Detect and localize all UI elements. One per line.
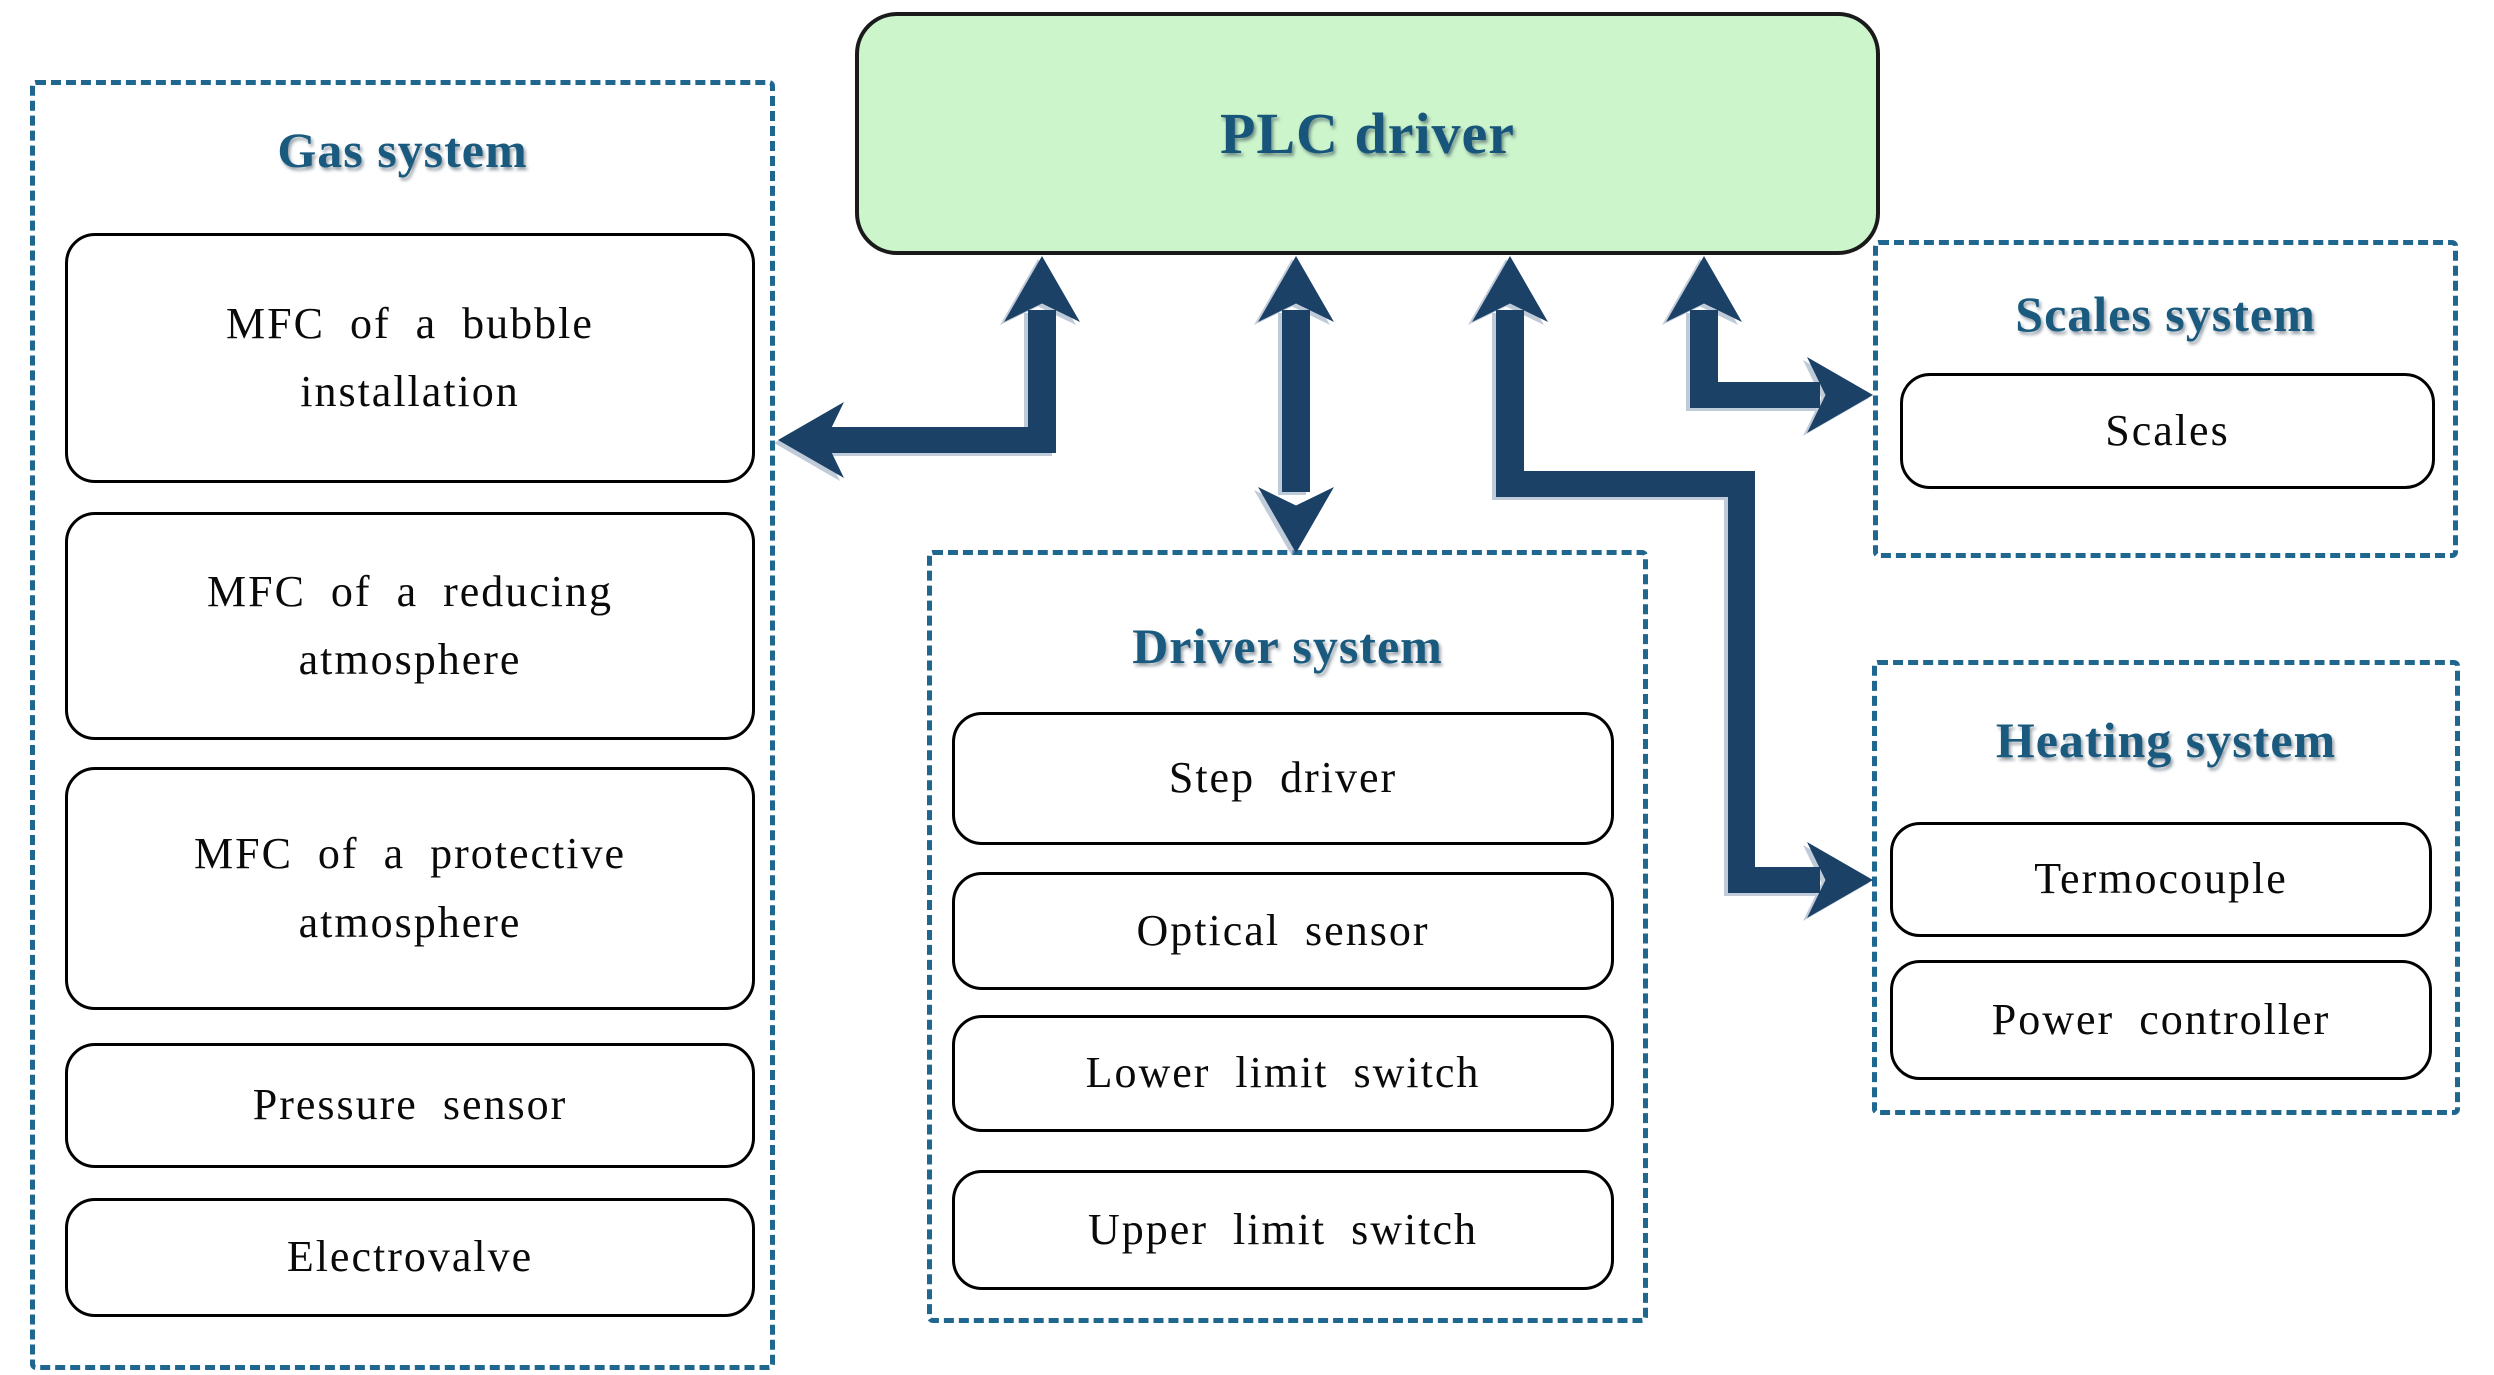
arrow-shaft — [822, 427, 1056, 453]
arrow-shaft — [1690, 382, 1820, 408]
scales-system-title: Scales system — [2015, 286, 2316, 342]
gas-system-title: Gas system — [277, 122, 528, 178]
node-termocouple: Termocouple — [1890, 822, 2432, 937]
node-electrovalve: Electrovalve — [65, 1198, 755, 1317]
arrow-shaft — [1728, 867, 1820, 893]
arrowhead-left-icon — [778, 402, 844, 478]
arrowhead-up-icon — [1666, 256, 1742, 322]
arrowhead-down-icon — [1258, 487, 1334, 553]
node-lower-limit-switch: Lower limit switch — [952, 1015, 1614, 1132]
arrow-shaft — [1728, 471, 1755, 893]
driver-system-title: Driver system — [1132, 618, 1443, 674]
arrow-shaft — [1690, 310, 1718, 408]
arrowhead-up-icon — [1258, 256, 1334, 322]
node-step-driver: Step driver — [952, 712, 1614, 845]
node-scales: Scales — [1900, 373, 2435, 489]
node-mfc-reducing-atmosphere: MFC of a reducing atmosphere — [65, 512, 755, 740]
plc-driver-box: PLC driver — [855, 12, 1880, 255]
scales-system-panel: Scales system — [1873, 240, 2458, 558]
heating-system-title: Heating system — [1995, 712, 2337, 768]
node-mfc-protective-atmosphere: MFC of a protective atmosphere — [65, 767, 755, 1010]
node-optical-sensor: Optical sensor — [952, 872, 1614, 990]
arrowhead-up-icon — [1004, 256, 1080, 322]
arrowhead-right-icon — [1807, 357, 1873, 433]
node-upper-limit-switch: Upper limit switch — [952, 1170, 1614, 1290]
heating-system-panel: Heating system — [1872, 660, 2460, 1115]
node-pressure-sensor: Pressure sensor — [65, 1043, 755, 1168]
node-mfc-bubble-installation: MFC of a bubble installation — [65, 233, 755, 483]
gas-system-panel: Gas system — [30, 80, 775, 1370]
arrow-shaft — [1496, 310, 1524, 497]
arrow-shaft — [1282, 310, 1310, 492]
node-power-controller: Power controller — [1890, 960, 2432, 1080]
arrow-shaft — [1028, 310, 1056, 453]
arrowhead-right-icon — [1807, 842, 1873, 918]
arrow-shaft — [1496, 471, 1755, 497]
plc-driver-label: PLC driver — [1219, 101, 1516, 166]
arrowhead-up-icon — [1472, 256, 1548, 322]
